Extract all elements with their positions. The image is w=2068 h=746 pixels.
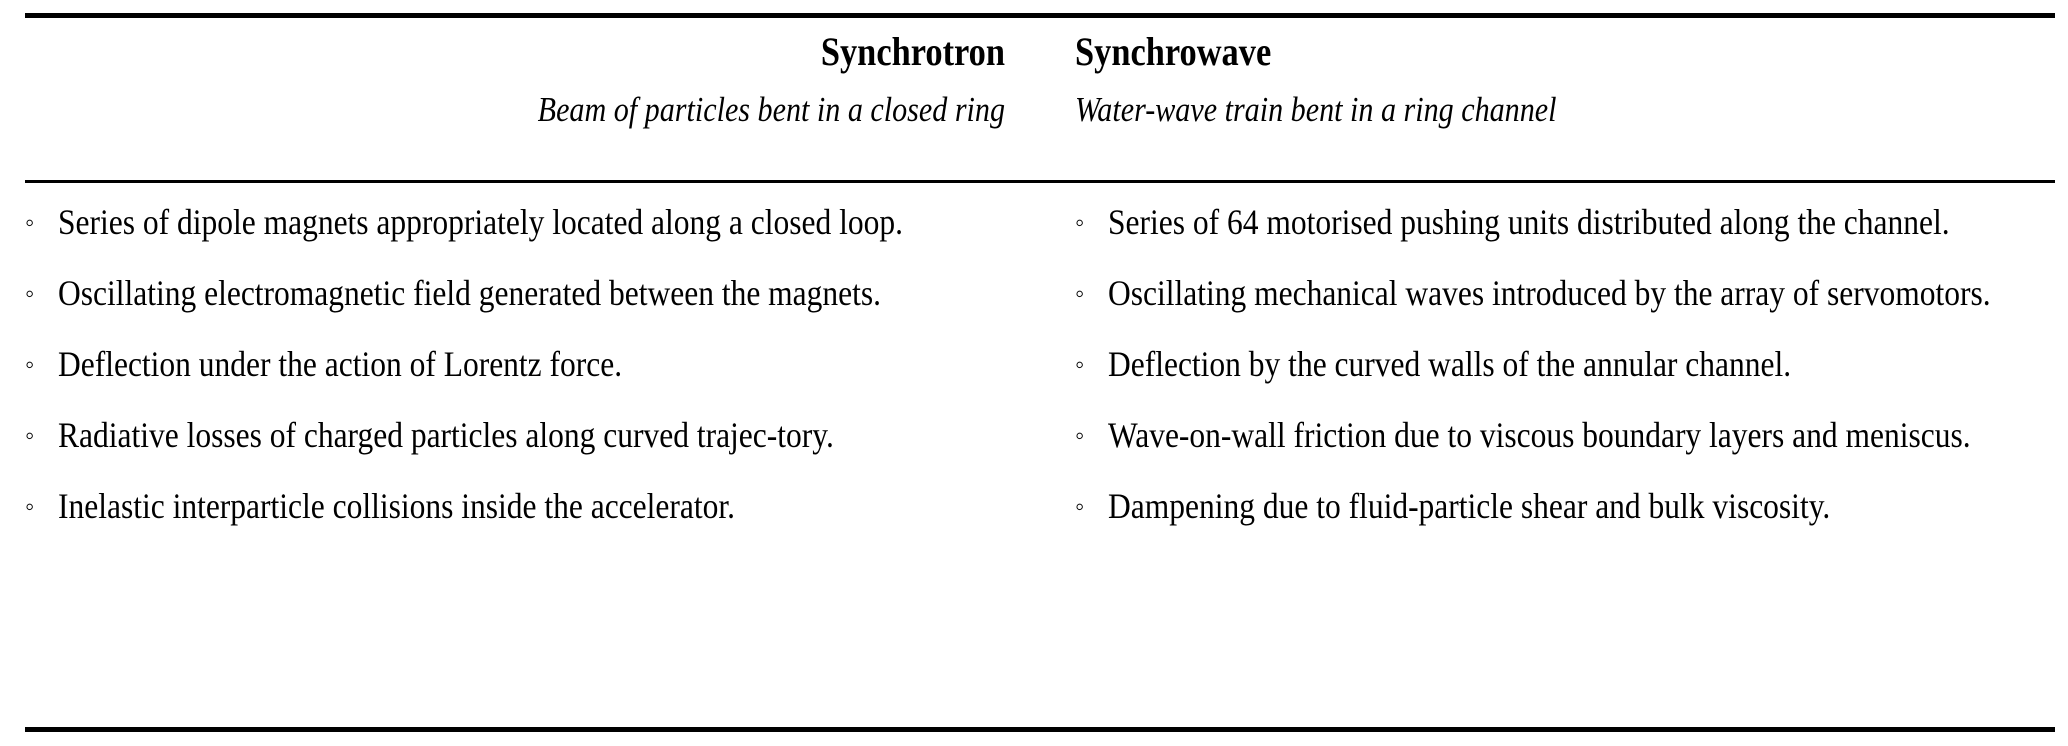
- list-item: ◦ Inelastic interparticle collisions ins…: [25, 480, 1003, 533]
- column-title-synchrowave: Synchrowave: [1075, 29, 1272, 74]
- itemize-list-synchrowave: ◦ Series of 64 motorised pushing units d…: [1075, 196, 2055, 533]
- open-circle-bullet-icon: ◦: [25, 208, 35, 237]
- itemize-list-synchrotron: ◦ Series of dipole magnets appropriately…: [25, 196, 1003, 533]
- open-circle-bullet-icon: ◦: [1075, 208, 1085, 237]
- list-item: ◦ Series of 64 motorised pushing units d…: [1075, 196, 2055, 249]
- table-middle-rule: [25, 180, 2055, 183]
- table-bottom-rule: [25, 727, 2055, 732]
- header-cell-synchrowave: Synchrowave Water-wave train bent in a r…: [1025, 24, 2055, 174]
- body-cell-synchrotron: ◦ Series of dipole magnets appropriately…: [25, 196, 1025, 533]
- table-top-rule: [25, 13, 2055, 18]
- list-item-text: Deflection by the curved walls of the an…: [1108, 344, 1792, 384]
- list-item: ◦ Oscillating electromagnetic field gene…: [25, 267, 1003, 320]
- open-circle-bullet-icon: ◦: [1075, 492, 1085, 521]
- list-item: ◦ Wave-on-wall friction due to viscous b…: [1075, 409, 2055, 462]
- open-circle-bullet-icon: ◦: [25, 350, 35, 379]
- list-item-text: Radiative losses of charged particles al…: [58, 415, 834, 455]
- list-item-text: Series of dipole magnets appropriately l…: [58, 202, 904, 242]
- open-circle-bullet-icon: ◦: [25, 421, 35, 450]
- open-circle-bullet-icon: ◦: [25, 492, 35, 521]
- list-item: ◦ Series of dipole magnets appropriately…: [25, 196, 1003, 249]
- list-item-text: Oscillating electromagnetic field genera…: [58, 273, 882, 313]
- list-item-text: Dampening due to fluid-particle shear an…: [1108, 486, 1831, 526]
- header-cell-synchrotron: Synchrotron Beam of particles bent in a …: [25, 24, 1025, 174]
- open-circle-bullet-icon: ◦: [25, 279, 35, 308]
- list-item: ◦ Dampening due to fluid-particle shear …: [1075, 480, 2055, 533]
- column-title-synchrotron: Synchrotron: [820, 29, 1005, 74]
- table-body: ◦ Series of dipole magnets appropriately…: [25, 196, 2055, 533]
- open-circle-bullet-icon: ◦: [1075, 350, 1085, 379]
- table-header: Synchrotron Beam of particles bent in a …: [25, 24, 2055, 174]
- list-item-text: Inelastic interparticle collisions insid…: [58, 486, 735, 526]
- list-item: ◦ Deflection under the action of Lorentz…: [25, 338, 1003, 391]
- body-cell-synchrowave: ◦ Series of 64 motorised pushing units d…: [1025, 196, 2055, 533]
- open-circle-bullet-icon: ◦: [1075, 421, 1085, 450]
- list-item: ◦ Oscillating mechanical waves introduce…: [1075, 267, 2055, 320]
- list-item: ◦ Deflection by the curved walls of the …: [1075, 338, 2055, 391]
- list-item: ◦ Radiative losses of charged particles …: [25, 409, 1003, 462]
- column-subtitle-synchrotron: Beam of particles bent in a closed ring: [537, 90, 1005, 129]
- list-item-text: Oscillating mechanical waves introduced …: [1108, 273, 1991, 313]
- list-item-text: Wave-on-wall friction due to viscous bou…: [1108, 415, 1971, 455]
- list-item-text: Series of 64 motorised pushing units dis…: [1108, 202, 1950, 242]
- list-item-text: Deflection under the action of Lorentz f…: [58, 344, 623, 384]
- column-subtitle-synchrowave: Water-wave train bent in a ring channel: [1075, 90, 1557, 129]
- open-circle-bullet-icon: ◦: [1075, 279, 1085, 308]
